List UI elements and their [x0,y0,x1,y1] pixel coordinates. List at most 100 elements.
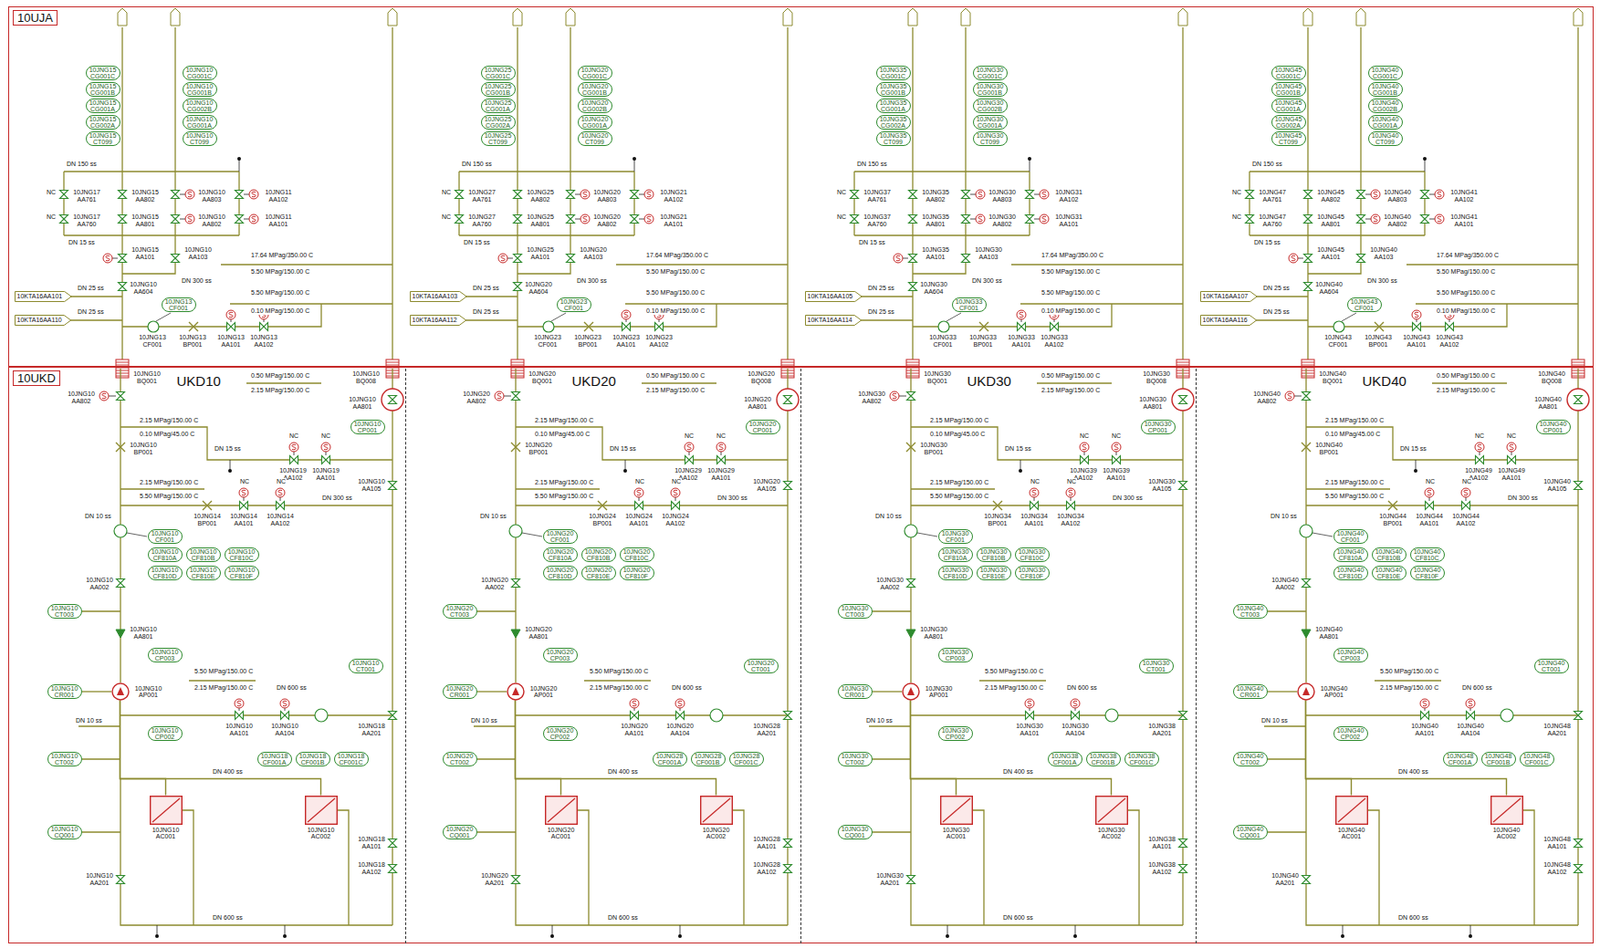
valve-symbol [118,215,127,224]
tag-text: 10JNG30 CP002 [941,727,971,741]
valve-symbol [784,481,793,491]
tag-text: 10JNG23 CF001 [559,298,589,312]
tag-text: 10JNG13 CF001 [164,298,194,312]
actuator-symbol [1370,189,1381,199]
tag-label: 10JNG44 AA101 [1413,512,1445,527]
tag-label: 17.64 MPag/350.00 C [1040,251,1105,260]
valve-symbol [1179,865,1188,874]
tag-label: 17.64 MPag/350.00 C [1435,251,1500,260]
tag-label: 10JNG48 AA201 [1541,722,1573,737]
tag-label: DN 10 ss [1260,717,1289,725]
tag-label: 10JNG40 AA802 [1251,390,1283,405]
tag-label: DN 25 ss [1262,308,1291,316]
pipe-line [516,171,518,236]
tag-label: 10JNG10 BQ001 [131,370,163,385]
instrument-bubble: 10JNG40 CT001 [1534,658,1569,674]
tag-label: 10JNG20 AA802 [460,390,492,405]
instrument-bubble: 10JNG30 CT002 [837,752,873,767]
pipe-line [459,170,635,172]
tag-label: 2.15 MPag/150.00 C [588,684,649,692]
exchanger-shell [149,795,182,825]
instrument-bubble: 10JNG40 CT002 [1233,752,1268,767]
tag-label: 10JNG30 AA103 [972,246,1004,261]
pipe-line [569,27,571,172]
tag-text: 10JNG40 CF810D [1336,566,1366,580]
leader-line [1312,533,1333,537]
pipe-line [1253,295,1308,297]
exchanger-diagonal [152,798,180,823]
pump-outline [506,682,525,701]
vent-end [623,469,628,473]
tag-label: 0.10 MPag/45.00 C [1324,430,1381,439]
penetration-hatch [1301,362,1315,364]
tag-text: 10JNG10 AC001 [146,826,187,841]
flow-element [904,524,918,538]
tag-label: 10JNG47 AA761 [1256,188,1288,203]
instrument-bubble: 10JNG40 CF810F [1410,565,1445,581]
tag-label: DN 10 ss [470,717,499,725]
tag-label: NC [1231,213,1243,221]
vent-end [282,934,287,939]
instrument-bubble: 10JNG20 CP003 [543,648,578,663]
valve-symbol [907,392,916,401]
actuator-symbol [1285,391,1295,401]
valve-symbol [1025,215,1035,224]
tag-label: 10JNG13 BP001 [177,334,209,348]
tag-label: DN 300 ss [321,494,354,502]
exchanger-diagonal [702,798,731,823]
vent-end [550,934,555,939]
instrument-bubble: 10JNG20 CQ001 [442,825,478,840]
valve-symbol [1179,481,1188,491]
tag-label: 10JNG10 AA104 [269,722,301,737]
tag-text: 10JNG20 AP001 [528,685,560,700]
valve-symbol [512,876,521,885]
instrument-bubble: 10JNG20 CT001 [743,658,779,674]
pipe-line [1306,488,1391,490]
valve-symbol [512,392,521,401]
instrument-bubble: 10JNG10 CR001 [47,684,83,700]
tag-label: DN 150 ss [65,160,98,168]
valve-symbol [1302,876,1311,885]
tag-text: 10JNG30 CG001C [975,66,1005,80]
tag-label: 5.50 MPag/150.00 C [533,492,595,501]
pipe-line [1415,303,1579,304]
tag-text: 10JNG10 CG001A [185,115,215,129]
tag-label: 10JNG25 AA802 [524,188,556,203]
tag-label: 0.10 MPag/150.00 C [1040,307,1101,315]
offpage-connector: 10KTA16AA112 [409,314,467,326]
instrument-bubble: 10JNG20 CR001 [442,684,478,700]
tag-text: 10JNG40 CP002 [1336,727,1366,741]
valve-symbol [1357,190,1366,199]
check-valve [115,629,126,638]
instrument-bubble: 10JNG45 CT099 [1271,131,1307,147]
tag-label: 2.15 MPag/150.00 C [1379,684,1440,692]
tag-label: 10JNG40 AA201 [1269,872,1301,887]
instrument-bubble: 10JNG40 CF810A [1333,547,1369,563]
solenoid-mark [1019,312,1024,317]
actuator-symbol [1029,488,1039,498]
pipe-line [1028,171,1030,236]
tag-text: 10JNG40 CQ001 [1235,826,1266,839]
tag-label: 10JNG13 CF001 [136,334,168,348]
valve-symbol [171,215,180,224]
solenoid-mark [1068,490,1073,495]
actuator-symbol [289,442,299,452]
tag-label: NC [1505,432,1517,440]
tag-label: 10JNG40 AA104 [1454,722,1486,737]
tag-label: 10JNG33 BP001 [967,334,999,348]
wall-penetration [906,359,920,378]
tag-label: DN 25 ss [1262,284,1291,293]
vent-end [1422,156,1427,161]
tag-text: 10JNG15 CG001C [88,66,118,80]
tag-label: 10JNG30 AA104 [1059,722,1091,737]
tag-text: 10JNG28 CF001C [732,752,762,766]
pipe-line [477,831,516,833]
valve-symbol [1245,215,1255,224]
offpage-flag [1178,8,1188,26]
tag-label: DN 400 ss [606,768,639,776]
vent-end [1018,469,1023,473]
tag-label: DN 600 ss [1397,914,1430,922]
valve-symbol [513,190,523,199]
leader-line [1341,313,1357,322]
tag-label: 10JNG23 AA101 [610,334,642,348]
